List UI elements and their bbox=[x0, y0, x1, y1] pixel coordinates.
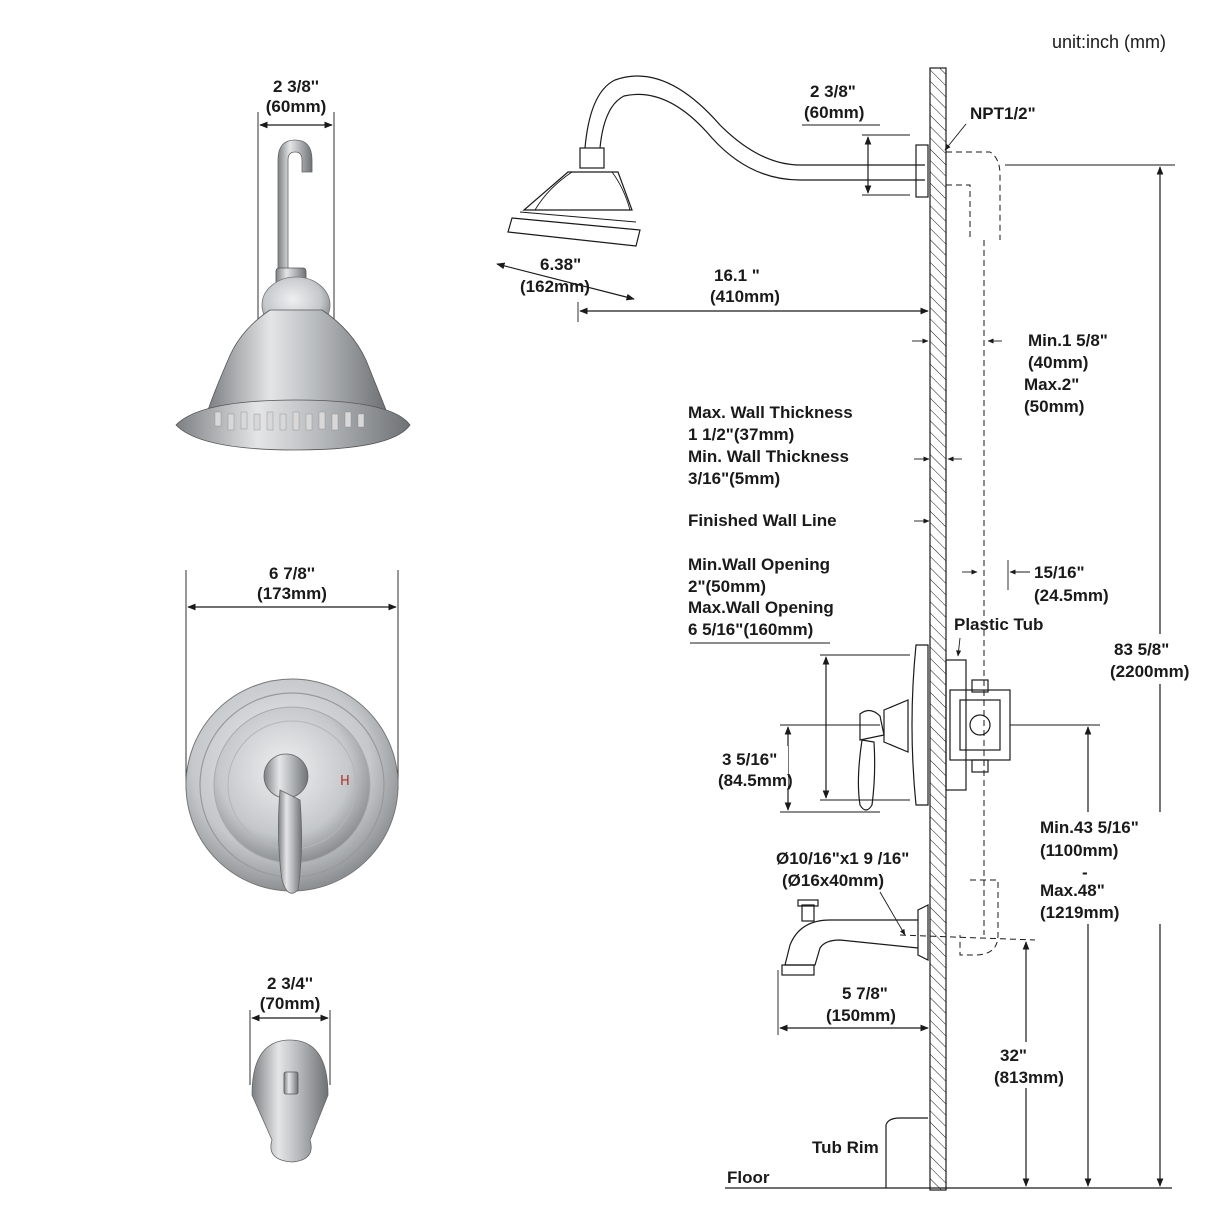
tub-rim-label: Tub Rim bbox=[812, 1138, 879, 1157]
head-diameter-in: 6.38" bbox=[540, 255, 581, 274]
spout-height-in: 32" bbox=[1000, 1046, 1027, 1065]
head-width-mm: (60mm) bbox=[266, 97, 326, 116]
min-wall-opening-label: Min.Wall Opening bbox=[688, 555, 830, 574]
shower-head-drawing bbox=[507, 171, 641, 247]
spout-reach-mm: (150mm) bbox=[826, 1006, 896, 1025]
tub-spout-drawing bbox=[781, 879, 1036, 976]
max-wall-opening-value: 6 5/16"(160mm) bbox=[688, 620, 813, 639]
bell-body bbox=[207, 309, 387, 411]
handle-height-in: 3 5/16" bbox=[722, 750, 777, 769]
head-diameter-dimension bbox=[496, 262, 635, 301]
spout-width-mm: (70mm) bbox=[260, 994, 320, 1013]
head-diameter-mm: (162mm) bbox=[520, 277, 590, 296]
valve-depth-max-mm: (50mm) bbox=[1024, 397, 1084, 416]
valve-depth-min-in: Min.1 5/8" bbox=[1028, 331, 1108, 350]
min-wall-thickness-value: 3/16"(5mm) bbox=[688, 469, 780, 488]
unit-label: unit:inch (mm) bbox=[1052, 32, 1166, 52]
spout-pipe-mm: (Ø16x40mm) bbox=[782, 871, 884, 890]
shower-arm bbox=[277, 139, 313, 271]
supply-pipe-hidden bbox=[946, 151, 1001, 935]
arm-offset-mm: (60mm) bbox=[804, 103, 864, 122]
trim-plate-view: 6 7/8'' (173mm) H bbox=[185, 564, 399, 894]
tub-spout-view: 2 3/4'' (70mm) bbox=[249, 974, 331, 1163]
max-wall-thickness-value: 1 1/2"(37mm) bbox=[688, 425, 794, 444]
min-wall-thickness-label: Min. Wall Thickness bbox=[688, 447, 849, 466]
trim-width-in: 6 7/8'' bbox=[269, 564, 315, 583]
wall-section bbox=[929, 67, 947, 1191]
valve-height-min-in: Min.43 5/16" bbox=[1040, 818, 1139, 837]
spout-pipe-in: Ø10/16"x1 9 /16" bbox=[776, 849, 909, 868]
arm-reach-in: 16.1 " bbox=[714, 266, 760, 285]
spout-body bbox=[251, 1039, 329, 1163]
valve-height-max-mm: (1219mm) bbox=[1040, 903, 1119, 922]
valve-height-min-mm: (1100mm) bbox=[1040, 841, 1118, 860]
cartridge-offset-mm: (24.5mm) bbox=[1034, 586, 1109, 605]
floor-label: Floor bbox=[727, 1168, 770, 1187]
plastic-tub-label: Plastic Tub bbox=[954, 615, 1043, 634]
hot-indicator: H bbox=[340, 774, 350, 789]
handle-height-mm: (84.5mm) bbox=[718, 771, 793, 790]
arm-offset-in: 2 3/8" bbox=[810, 82, 856, 101]
head-width-in: 2 3/8'' bbox=[273, 77, 319, 96]
spout-reach-in: 5 7/8" bbox=[842, 984, 888, 1003]
valve-depth-min-mm: (40mm) bbox=[1028, 353, 1088, 372]
min-wall-opening-value: 2"(50mm) bbox=[688, 577, 766, 596]
valve-height-separator: - bbox=[1082, 863, 1088, 882]
handle-lever bbox=[278, 789, 302, 894]
tub-rim-outline bbox=[885, 1117, 928, 1188]
max-wall-opening-label: Max.Wall Opening bbox=[688, 598, 834, 617]
shower-head-view: 2 3/8'' (60mm) bbox=[175, 77, 411, 451]
connection-label: NPT1/2" bbox=[970, 104, 1036, 123]
spray-nozzles bbox=[214, 411, 365, 431]
arm-reach-mm: (410mm) bbox=[710, 287, 780, 306]
valve-depth-max-in: Max.2" bbox=[1024, 375, 1079, 394]
diverter-knob bbox=[283, 1071, 299, 1095]
shower-arm-drawing bbox=[579, 75, 929, 198]
cartridge-offset-in: 15/16" bbox=[1034, 563, 1085, 582]
spout-width-in: 2 3/4'' bbox=[267, 974, 313, 993]
valve-drawing bbox=[857, 644, 1100, 811]
total-height-in: 83 5/8" bbox=[1114, 640, 1169, 659]
total-height-mm: (2200mm) bbox=[1110, 662, 1189, 681]
handle-hub bbox=[263, 753, 309, 799]
spout-height-mm: (813mm) bbox=[994, 1068, 1064, 1087]
trim-width-mm: (173mm) bbox=[257, 584, 327, 603]
max-wall-thickness-label: Max. Wall Thickness bbox=[688, 403, 853, 422]
finished-wall-label: Finished Wall Line bbox=[688, 511, 837, 530]
valve-height-max-in: Max.48" bbox=[1040, 881, 1105, 900]
